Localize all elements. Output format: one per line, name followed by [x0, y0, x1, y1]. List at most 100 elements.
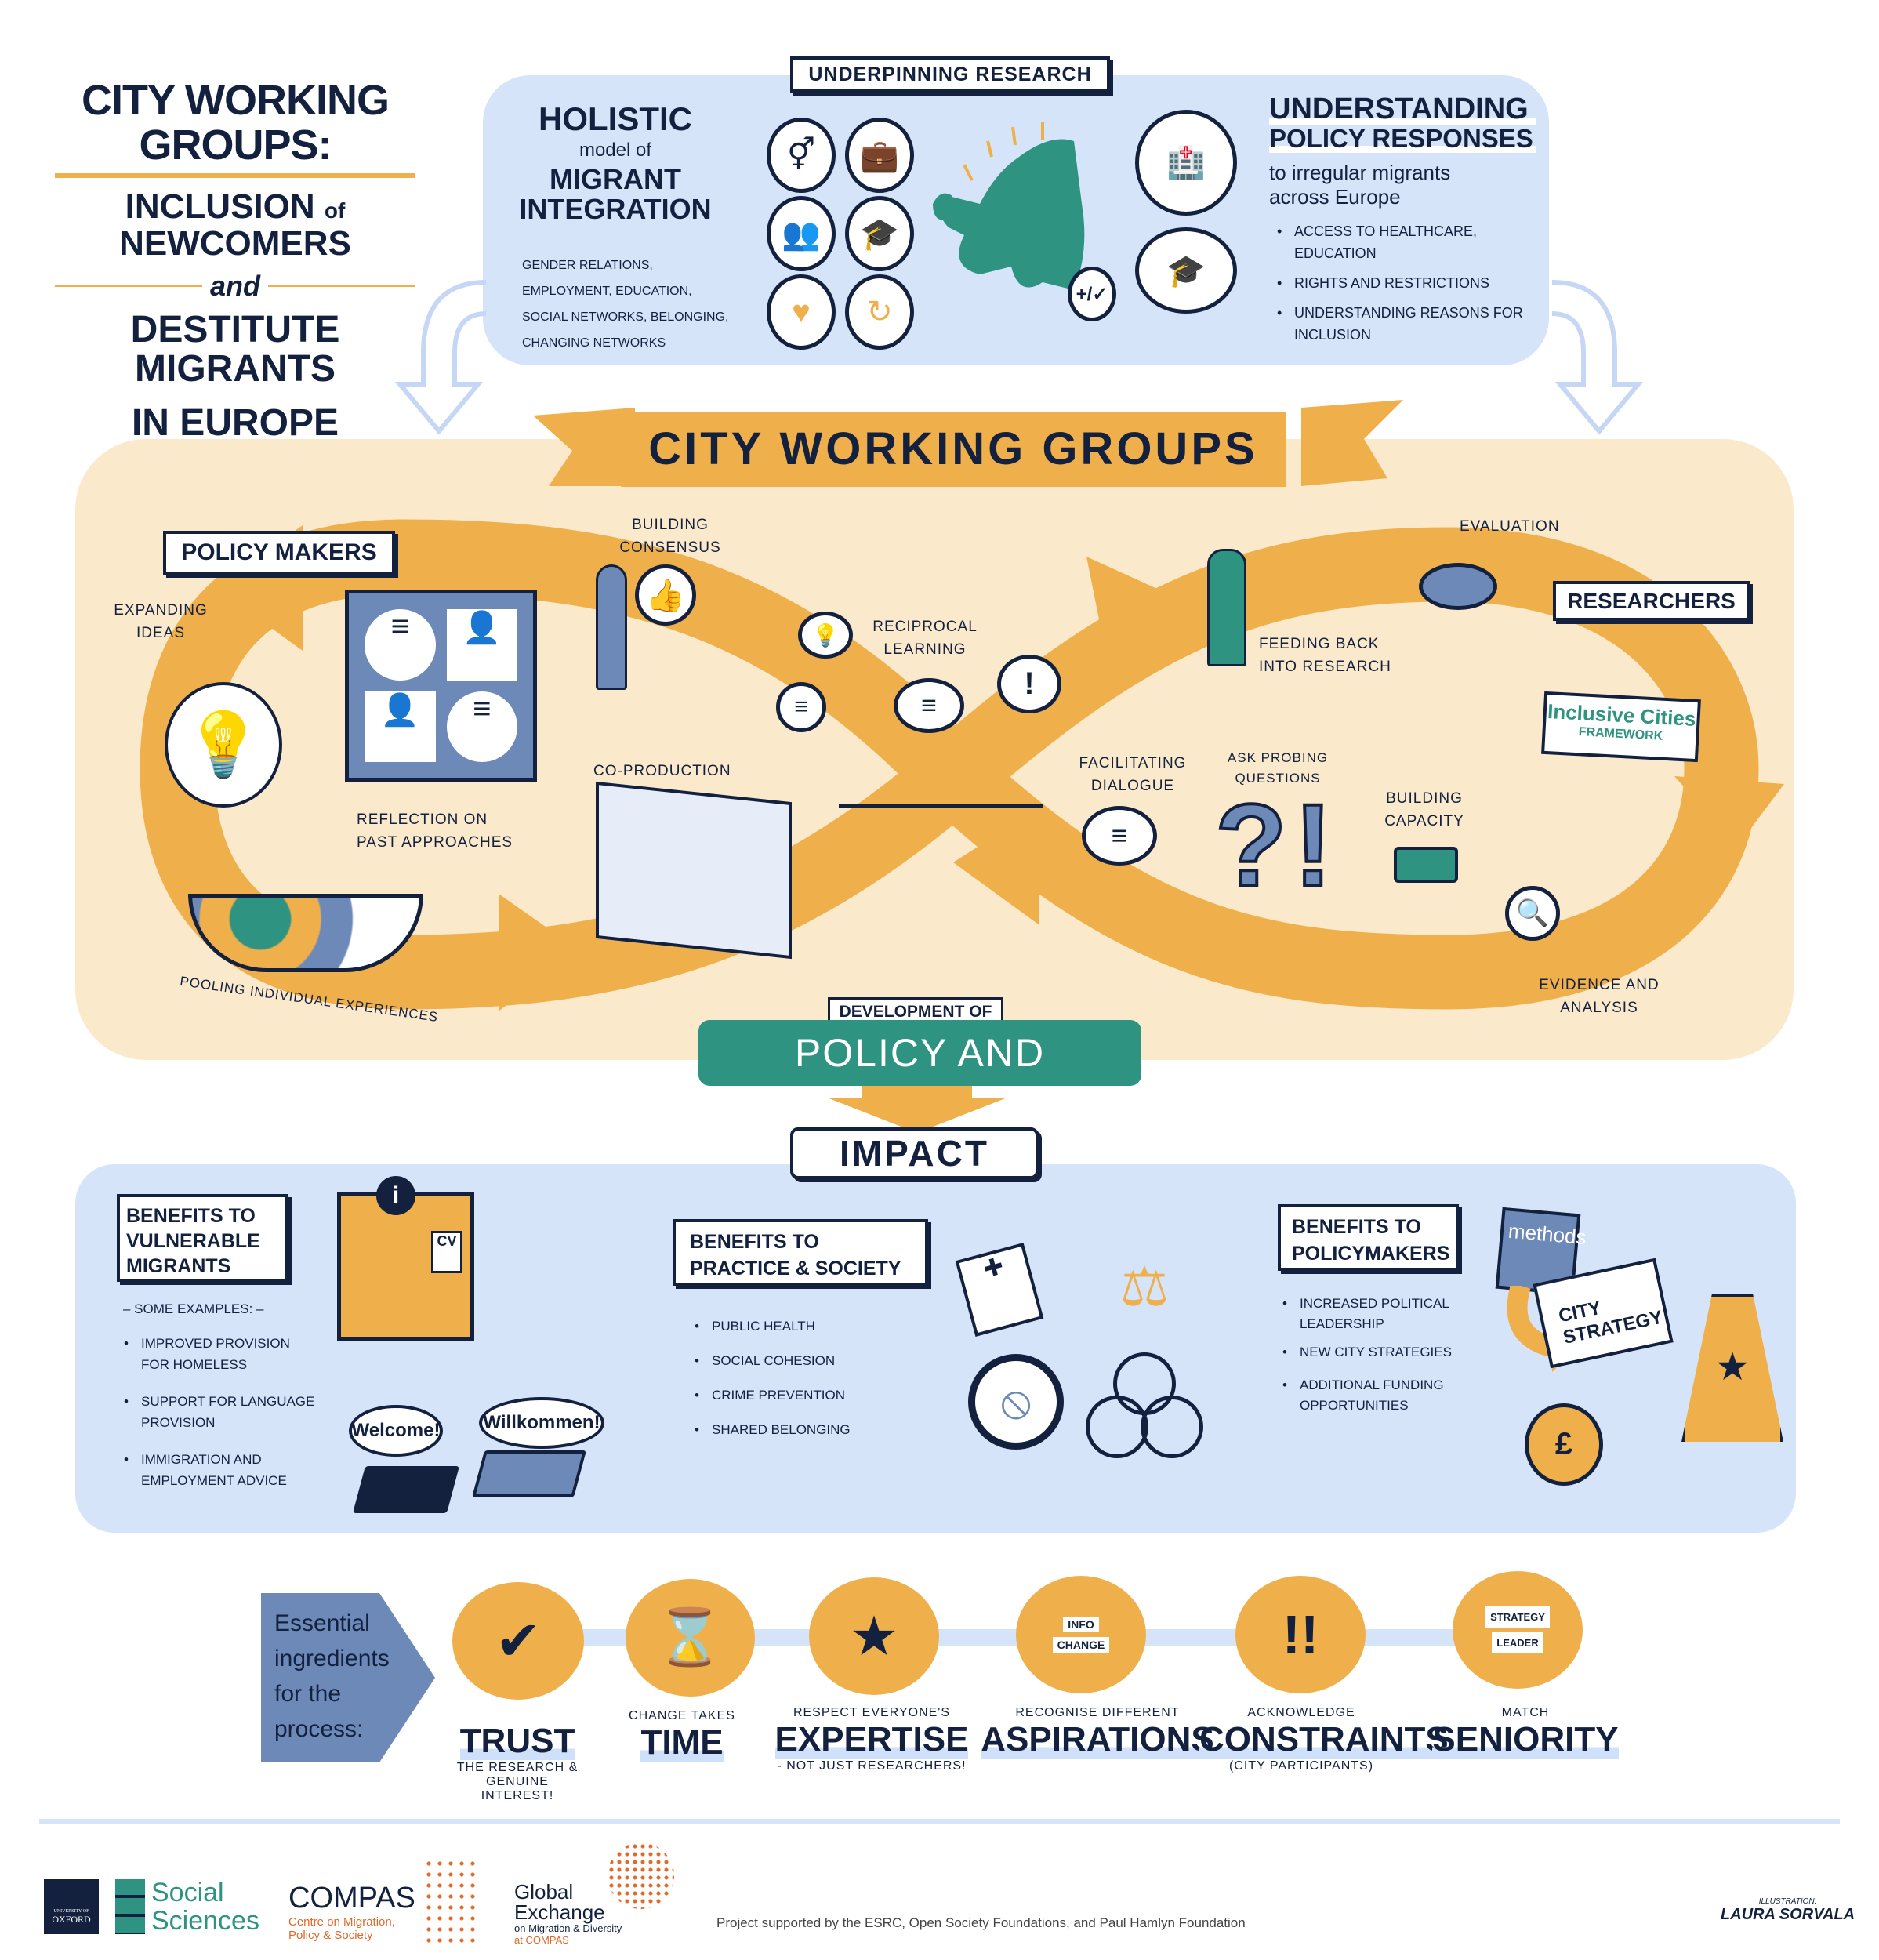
ingredient-sub: - not just researchers! [777, 1759, 967, 1773]
vulnerable-bullet: Support for language provision [124, 1391, 320, 1433]
german-book-icon [471, 1450, 587, 1497]
ingredient-small: Recognise different [1015, 1706, 1180, 1719]
ingredient-small: Match [1501, 1706, 1550, 1719]
expertise-icon: ★ [809, 1577, 939, 1695]
holistic-h2: model of [579, 140, 652, 162]
person-pointing [1207, 549, 1246, 666]
compas-sub1: Centre on Migration, [288, 1915, 395, 1929]
co-production-board [596, 781, 792, 960]
ingredient-big: Time [640, 1723, 724, 1762]
society-bullet: Shared belonging [695, 1417, 851, 1443]
footer-divider [39, 1819, 1840, 1824]
person-icon: 👤 [446, 609, 517, 681]
migrant-figures [392, 1239, 580, 1380]
ge-line3: on Migration & Diversity [514, 1922, 622, 1934]
ingredient-trust: Trustthe research & genuine interest! [415, 1722, 619, 1803]
venn-circle [1141, 1396, 1203, 1458]
title-line2: Inclusion of Newcomers [55, 189, 415, 261]
title-underline [55, 173, 415, 179]
superhero-figure: ★ [1681, 1294, 1783, 1442]
exclamation-bubble-icon: ! [997, 655, 1061, 713]
policymaker-bullet: New city strategies [1282, 1342, 1471, 1363]
person-icon: 👤 [365, 691, 436, 762]
loop-arrowhead [1674, 776, 1784, 847]
flow-arrows-down [394, 280, 1644, 435]
policy-bullet: Understanding reasons for inclusion [1277, 302, 1536, 346]
inclusive-cities-sign: Inclusive Cities Framework [1541, 691, 1701, 763]
video-call-board: ≡👤👤≡ [345, 590, 537, 782]
title-of: of [324, 198, 346, 223]
society-bullet: Social cohesion [695, 1348, 851, 1374]
society-bullet: Public health [695, 1313, 851, 1340]
policymaker-bullet: Increased political leadership [1282, 1294, 1471, 1334]
down-arrow-to-impact [827, 1086, 1007, 1133]
title-line4: in Europe [131, 401, 339, 444]
city-working-groups-banner: City Working Groups [621, 412, 1286, 487]
ingredient-big: Expertise [774, 1720, 969, 1759]
ingredient-seniority: MatchSeniority [1424, 1706, 1627, 1759]
ingredient-time: Change takesTime [580, 1709, 784, 1762]
policy-responses: Understanding Policy Responses to irregu… [1269, 93, 1536, 354]
people-icon: 👥 [767, 196, 836, 271]
ingredient-big: Trust [459, 1722, 575, 1760]
person-figure [596, 564, 627, 690]
willkommen-bubble: Willkommen! [479, 1397, 604, 1449]
seated-people [839, 674, 1043, 808]
policy-sub2: across Europe [1269, 184, 1401, 209]
trust-icon: ✔ [452, 1582, 584, 1700]
speech-bubble-icon: ≡ [776, 682, 826, 732]
holistic-h3: Migrant [550, 163, 681, 196]
benefits-policymakers-title: Benefits to policymakers [1278, 1204, 1459, 1271]
ingredient-big: Aspirations [981, 1720, 1214, 1759]
no-crime-icon: ⦸ [968, 1354, 1064, 1450]
uk-book-icon [352, 1466, 460, 1513]
policy-h2: Policy Responses [1269, 125, 1536, 153]
label-reciprocal-learning: Reciprocal learning [872, 619, 978, 658]
policy-bullet: Rights and restrictions [1277, 272, 1536, 294]
holistic-h4: Integration [519, 192, 712, 225]
holistic-h1: Holistic [539, 100, 692, 137]
global-exchange-burst [608, 1842, 674, 1909]
speech-bubble-icon: ≡ [894, 678, 964, 733]
compas-sub2: Policy & Society [288, 1929, 373, 1942]
global-exchange-logo: Global Exchange on Migration & Diversity… [514, 1882, 622, 1946]
ge-line4: at COMPAS [514, 1934, 569, 1946]
card-leader: Leader [1492, 1632, 1543, 1653]
impact-label: Impact [790, 1127, 1039, 1179]
underpinning-research-label: Underpinning Research [790, 56, 1110, 93]
gender-icon: ⚥ [767, 118, 836, 193]
venn-circle [1086, 1396, 1148, 1458]
policy-makers-label: Policy Makers [163, 531, 395, 575]
holistic-desc: Gender relations, employment, education,… [522, 252, 728, 356]
label-reflection: Reflection on past approaches [357, 811, 513, 851]
welcome-bubble: Welcome! [349, 1405, 443, 1457]
info-icon: i [376, 1176, 415, 1215]
illustrator-name: Laura Sorvala [1721, 1906, 1855, 1923]
label-feeding-back: Feeding back into research [1259, 636, 1391, 675]
benefits-vulnerable-title: Benefits to vulnerable migrants [117, 1194, 288, 1282]
policy-h1: Understanding [1269, 93, 1536, 125]
sign-change: Change [1052, 1637, 1110, 1653]
ingredient-sub: the research & genuine interest! [456, 1761, 579, 1802]
label-facilitating-dialogue: Facilitating dialogue [1079, 755, 1187, 794]
title-line1: City Working Groups: [82, 77, 390, 169]
plus-check-badge: +/✓ [1068, 267, 1116, 321]
ingredient-expertise: Respect everyone'sExpertise- not just re… [770, 1706, 974, 1773]
heart-person-icon: ♥ [767, 274, 836, 350]
some-examples: – Some examples: – [123, 1301, 264, 1316]
thumbs-up-icon: 👍 [635, 564, 696, 626]
researchers-label: Researchers [1553, 581, 1750, 621]
europe-map [933, 122, 1085, 290]
oxford-line1: University of [53, 1909, 89, 1914]
vulnerable-bullets: Improved provision for homeless Support … [124, 1333, 320, 1499]
ge-line2: Exchange [514, 1900, 605, 1924]
balance-scale-icon: ⚖ [1119, 1256, 1170, 1317]
speech-bubble-icon: ≡ [1082, 806, 1157, 866]
label-building-consensus: Building consensus [619, 517, 721, 556]
lightbulb-thought-icon: 💡 [798, 612, 853, 659]
benefits-society-title: Benefits to practice & society [673, 1219, 928, 1286]
speech-bubble-icon: ≡ [446, 691, 517, 762]
label-expanding-ideas: Expanding ideas [114, 602, 208, 641]
card-strategy: Strategy [1485, 1606, 1550, 1628]
